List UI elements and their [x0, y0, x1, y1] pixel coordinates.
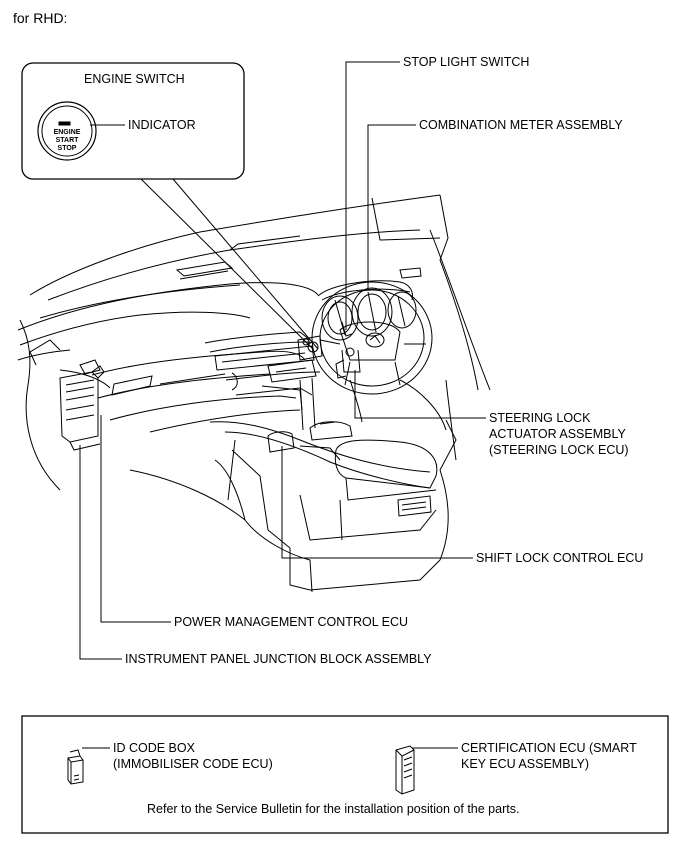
footer-note: Refer to the Service Bulletin for the in…: [147, 802, 520, 816]
button-text-line-3: STOP: [57, 145, 77, 152]
junction-block-label: INSTRUMENT PANEL JUNCTION BLOCK ASSEMBLY: [125, 652, 432, 666]
indicator-lamp-icon: [58, 121, 71, 126]
stop-light-switch-label: STOP LIGHT SWITCH: [403, 55, 530, 69]
button-text: ENGINE START STOP: [47, 129, 87, 153]
power-mgmt-label: POWER MANAGEMENT CONTROL ECU: [174, 615, 409, 629]
inset-title: ENGINE SWITCH: [84, 72, 185, 86]
engine-start-button-icon: [37, 101, 97, 161]
certification-ecu-icon: [395, 745, 415, 795]
lexus-emblem-icon: [365, 332, 385, 348]
page-title: for RHD:: [13, 10, 68, 26]
footer-box: [21, 715, 669, 834]
id-code-label-1: ID CODE BOX: [113, 741, 195, 755]
id-code-label-2: (IMMOBILISER CODE ECU): [113, 757, 273, 771]
engine-switch-inset: [21, 62, 245, 180]
button-text-line-2: START: [55, 137, 79, 144]
steering-wheel: [311, 281, 433, 395]
steering-lock-label-2: ACTUATOR ASSEMBLY: [489, 427, 626, 441]
shift-lock-label: SHIFT LOCK CONTROL ECU: [476, 551, 644, 565]
id-code-box-icon: [67, 749, 84, 785]
steering-lock-label-1: STEERING LOCK: [489, 411, 591, 425]
indicator-label: INDICATOR: [128, 118, 196, 132]
cert-ecu-label-1: CERTIFICATION ECU (SMART: [461, 741, 637, 755]
button-text-line-1: ENGINE: [53, 129, 81, 136]
steering-lock-label-3: (STEERING LOCK ECU): [489, 443, 629, 457]
cert-ecu-label-2: KEY ECU ASSEMBLY): [461, 757, 590, 771]
combination-meter-label: COMBINATION METER ASSEMBLY: [419, 118, 623, 132]
